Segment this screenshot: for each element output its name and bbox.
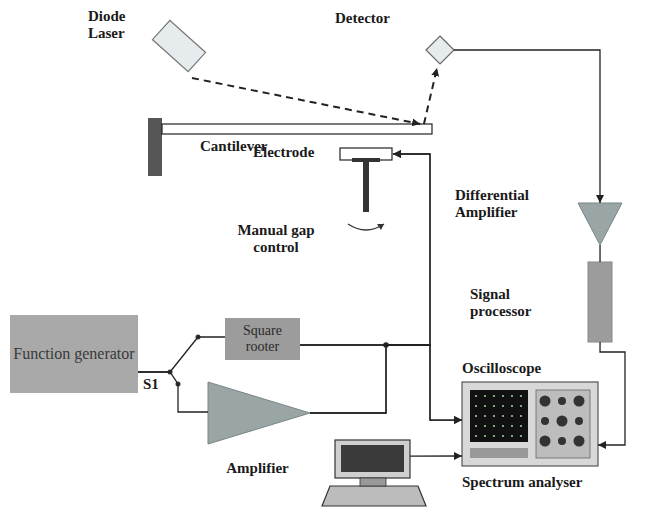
knob	[541, 417, 549, 425]
gap-control-arrow	[348, 224, 384, 230]
signal-processor-node: Signal processor	[470, 262, 615, 342]
knob	[540, 396, 551, 407]
analyser-node: Spectrum analyser	[320, 440, 620, 510]
electrode-stem	[363, 160, 369, 212]
cantilever-support	[148, 118, 162, 176]
knobs	[540, 396, 585, 447]
detector-node: Detector	[335, 10, 460, 70]
knob	[557, 416, 568, 427]
screen-dot	[520, 425, 522, 427]
knob	[574, 396, 585, 407]
electrode-mount	[352, 158, 380, 162]
node-label: Detector	[335, 10, 415, 27]
screen-dot	[493, 415, 495, 417]
laser-beam	[424, 68, 437, 124]
screen-dot	[511, 395, 513, 397]
knob	[575, 417, 583, 425]
node-label: Differential Amplifier	[455, 187, 565, 222]
monitor-stand	[360, 478, 386, 486]
screen-dot	[475, 435, 477, 437]
screen-dot	[484, 395, 486, 397]
screen-dot	[493, 395, 495, 397]
node-label: Function generator	[13, 345, 134, 363]
laser-node: Diode Laser	[88, 8, 213, 88]
amplifier-symbol	[208, 382, 310, 444]
signal-wire	[300, 154, 430, 345]
knob	[558, 437, 566, 445]
knob	[574, 436, 585, 447]
signal-wire	[300, 345, 462, 420]
screen-dot	[511, 425, 513, 427]
node-label: Electrode	[253, 144, 338, 161]
control-panel	[536, 390, 590, 458]
signal-wire	[310, 345, 462, 420]
screen-dot	[511, 405, 513, 407]
monitor-screen	[341, 445, 404, 472]
amplifier-node: Amplifier	[205, 380, 310, 480]
keyboard	[322, 486, 426, 506]
screen-dot	[475, 425, 477, 427]
processor-box	[588, 262, 612, 342]
signal-wire	[599, 245, 600, 262]
laser-body	[152, 20, 205, 71]
screen-dot	[475, 395, 477, 397]
screen-dot	[511, 435, 513, 437]
screen-dot	[520, 395, 522, 397]
node-label: Amplifier	[205, 460, 310, 477]
screen-dot	[502, 425, 504, 427]
signal-wire	[138, 337, 225, 372]
node-label: Spectrum analyser	[462, 474, 612, 491]
switch-label: S1	[143, 376, 173, 393]
gap-control-head	[377, 224, 384, 230]
signal-wire	[454, 50, 600, 203]
rooter-box: Square rooter	[225, 318, 300, 360]
node-label: Oscilloscope	[462, 360, 598, 377]
screen-dot	[484, 425, 486, 427]
screen-dot	[502, 395, 504, 397]
node-label: Square rooter	[228, 323, 297, 355]
signal-wire	[598, 342, 625, 445]
signal-wire	[138, 372, 208, 412]
note-label: Manual gap control	[226, 222, 326, 257]
knob	[558, 397, 566, 405]
screen-dot	[511, 415, 513, 417]
screen-dot	[475, 405, 477, 407]
monitor	[335, 440, 410, 478]
screen-dot	[520, 415, 522, 417]
screen-dots	[475, 395, 522, 437]
node-label: Signal processor	[470, 286, 565, 321]
screen-dot	[502, 435, 504, 437]
screen-dot	[502, 415, 504, 417]
screen-dot	[520, 435, 522, 437]
screen-dot	[502, 405, 504, 407]
screen-dot	[484, 435, 486, 437]
electrode-node: Electrode	[253, 144, 393, 164]
oscilloscope-screen	[470, 390, 528, 442]
signal-wire	[410, 455, 462, 456]
generator-box: Function generator	[10, 315, 138, 393]
cantilever-beam	[162, 124, 432, 134]
laser-beam	[192, 78, 420, 124]
button-row	[470, 448, 528, 458]
detector-body	[426, 36, 454, 64]
diff-amplifier-node: Differential Amplifier	[455, 185, 625, 247]
screen-dot	[484, 405, 486, 407]
screen-dot	[493, 435, 495, 437]
screen-dot	[484, 415, 486, 417]
oscilloscope-body	[462, 382, 598, 466]
signal-wire	[310, 154, 430, 413]
amplifier-symbol	[578, 203, 622, 245]
screen-dot	[493, 405, 495, 407]
screen-dot	[520, 405, 522, 407]
knob	[540, 436, 551, 447]
oscilloscope-node: Oscilloscope	[460, 360, 600, 468]
screen-dot	[493, 425, 495, 427]
node-label: Diode Laser	[88, 8, 143, 43]
screen-dot	[475, 415, 477, 417]
